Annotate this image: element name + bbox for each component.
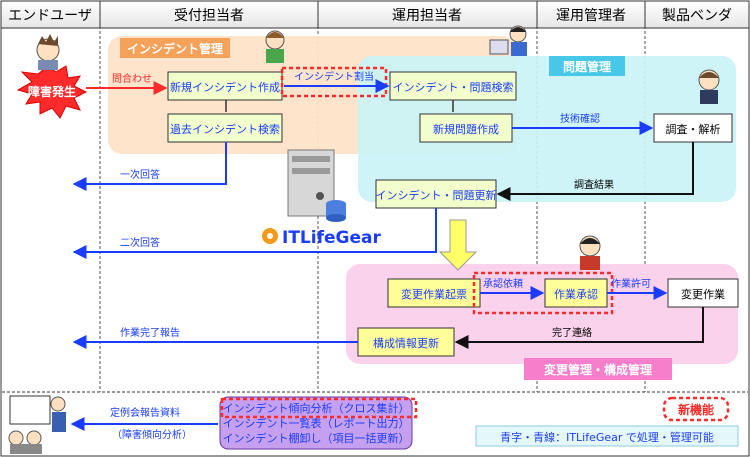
incident-burst-icon — [16, 65, 88, 119]
report-box — [219, 396, 413, 450]
edge-label-work-permit: 作業許可 — [611, 277, 651, 290]
edge-label-inquiry: 問合わせ — [112, 72, 152, 85]
stressed-user-icon — [36, 34, 60, 70]
reception-operator-icon — [265, 30, 285, 63]
edge-label-tech-check: 技術確認 — [560, 112, 600, 125]
report-item-2: インシデント一覧表（レポート出力） — [223, 416, 410, 430]
box-approve-label: 作業承認 — [554, 287, 598, 301]
edge-label-work-report: 作業完了報告 — [120, 326, 180, 339]
box-ip-update — [375, 179, 497, 209]
box-change-start-label: 変更作業起票 — [401, 287, 467, 301]
col-header-vendor: 製品ベンダ — [662, 8, 732, 24]
vendor-engineer-icon — [698, 69, 720, 104]
incident-area-tag — [120, 38, 230, 58]
col-header-end-user: エンドユーザ — [8, 8, 92, 24]
header-row — [0, 0, 750, 29]
box-change-start — [387, 278, 481, 308]
box-ip-search — [389, 71, 517, 101]
edge-label-result: 調査結果 — [574, 178, 614, 191]
edge-label-regular-report: 定例会報告資料 — [110, 406, 180, 419]
box-new-incident-label: 新規インシデント作成 — [170, 80, 280, 94]
legend-box — [475, 425, 739, 447]
box-investigate — [653, 113, 733, 143]
box-past-search — [167, 113, 283, 143]
report-item-1: インシデント傾向分析（クロス集計） — [223, 401, 410, 415]
problem-area-label: 問題管理 — [563, 59, 611, 74]
box-new-problem-label: 新規問題作成 — [433, 122, 499, 136]
change-area-label: 変更管理・構成管理 — [544, 362, 652, 377]
change-area-tag — [524, 358, 672, 380]
arrow-result — [496, 142, 694, 201]
edge-label-second-answer: 二次回答 — [120, 236, 160, 249]
new-feature-tag — [662, 396, 730, 422]
meeting-presenter-icon — [8, 395, 66, 454]
col-header-operator: 運用担当者 — [392, 8, 462, 24]
new-feature-label: 新機能 — [678, 402, 714, 417]
report-item-3: インシデント棚卸し（項目一括更新） — [223, 431, 410, 445]
edge-label-approval-request: 承認依頼 — [483, 277, 523, 290]
flow-down-arrow — [438, 219, 478, 271]
box-investigate-label: 調査・解析 — [666, 122, 721, 136]
box-change-work — [667, 278, 739, 308]
box-new-problem — [419, 113, 513, 143]
incident-area-label: インシデント管理 — [127, 41, 223, 56]
col-header-ops-manager: 運用管理者 — [556, 8, 626, 24]
edge-label-assign: インシデント割当 — [294, 70, 374, 83]
operator-pc-icon — [489, 25, 527, 56]
box-config-update-label: 構成情報更新 — [373, 336, 439, 350]
arrow-first-answer — [72, 142, 227, 191]
event-label: 障害発生 — [28, 84, 76, 99]
box-past-search-label: 過去インシデント検索 — [170, 122, 280, 136]
server-icon — [287, 149, 346, 222]
edge-label-complete: 完了連絡 — [552, 326, 592, 339]
problem-area-tag — [549, 56, 625, 76]
edge-label-regular-report-sub: （障害傾向分析） — [112, 428, 192, 441]
manager-icon — [579, 235, 601, 270]
itlifegear-logo — [262, 228, 278, 244]
box-ip-update-label: インシデント・問題更新 — [376, 188, 497, 202]
box-config-update — [357, 327, 455, 357]
highlight-assign — [280, 66, 388, 98]
arrow-second-answer — [72, 208, 437, 259]
highlight-report-new — [220, 397, 418, 419]
box-approve — [544, 278, 608, 308]
box-change-work-label: 変更作業 — [681, 287, 725, 301]
box-ip-search-label: インシデント・問題検索 — [393, 80, 514, 94]
arrow-complete — [454, 307, 704, 349]
edge-label-first-answer: 一次回答 — [120, 168, 160, 181]
legend-text: 青字・青線：ITLifeGear で処理・管理可能 — [500, 430, 714, 444]
col-header-reception: 受付担当者 — [174, 8, 244, 24]
logo-text: ITLifeGear — [282, 228, 381, 248]
